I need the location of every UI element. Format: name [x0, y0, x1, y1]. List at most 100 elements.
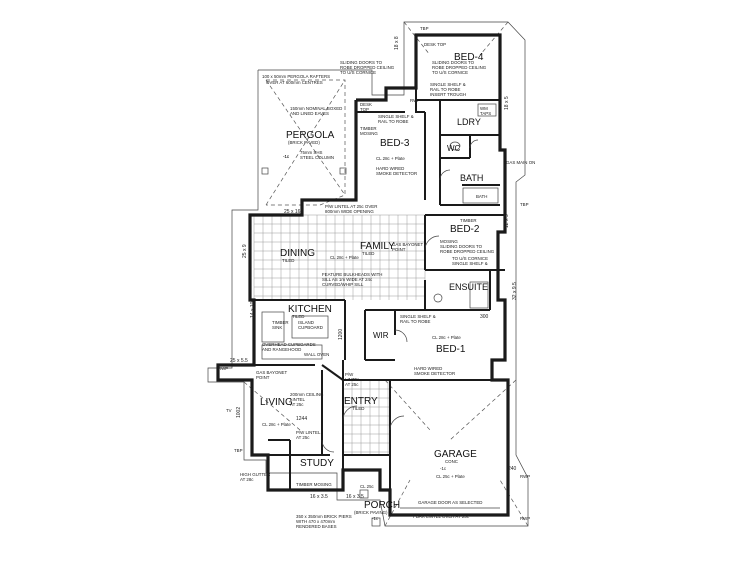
tbp-label-2: TBP [520, 202, 529, 207]
note-bed3: RAIL TO ROBE [378, 119, 408, 124]
rwp-label-2: RWP [218, 366, 228, 371]
dimension-label: 16 x 3.5 [310, 494, 328, 500]
note-bed4: TO U/S CORNICE [432, 70, 468, 75]
note-porch: RENDERED BASES [296, 524, 337, 529]
note-bed3: TOP [360, 107, 369, 112]
note-family: TILED [362, 251, 374, 256]
rwp-label-3: RWP [520, 474, 530, 479]
note-entry: AT 25c [345, 382, 359, 387]
note-kitchen: ISLAND [298, 320, 314, 325]
note-living: AT 25c [290, 402, 304, 407]
note-bed1: RAIL TO ROBE [400, 319, 430, 324]
note-kitchen: SINK [272, 325, 282, 330]
room-wc: WC [447, 144, 461, 153]
dimension-label: 240 [508, 466, 517, 472]
note-pergola: ROBE DROPPED CEILING [340, 65, 395, 70]
note-living: 200mm CEILING [290, 392, 324, 397]
note-porch: WITH 470 x 470mm [296, 519, 335, 524]
room-family: FAMILY [360, 241, 395, 252]
rwp-label-4: RWP [520, 516, 530, 521]
note-entry: LINTEL [345, 377, 360, 382]
note-bed4: ROBE DROPPED CEILING [432, 65, 487, 70]
room-entry: ENTRY [344, 396, 378, 407]
note-pergola: 100 x 50mm PERGOLA RAFTERS [262, 74, 330, 79]
note-study: AT 25c [296, 435, 310, 440]
note-bed2: ROBE DROPPED CEILING [440, 249, 495, 254]
note-living: CL 28c + Plate [262, 422, 291, 427]
note-living: POINT [256, 375, 270, 380]
garage-sub: CONC [445, 459, 458, 464]
note-bed2: SLIDING DOORS TO [440, 244, 483, 249]
room-pergola: PERGOLA [286, 130, 335, 141]
dimension-label: 25 x 16 [284, 209, 301, 215]
note-bed4: RAIL TO ROBE [430, 87, 460, 92]
note-bed3: TIMBER [360, 126, 377, 131]
note-bed2: TIMBER [460, 218, 477, 223]
room-wir: WIR [373, 331, 389, 340]
room-dining: DINING [280, 248, 315, 259]
misc-labels: -1c TBP TBP TBP RWP RWP RWP RWP [218, 26, 530, 521]
note-dining: TILED [282, 258, 294, 263]
note-family: GAS BAYONET [392, 242, 423, 247]
note-dining: SILL AS 1m WIDE AT 24c [322, 277, 373, 282]
dimension-label: 1244 [296, 416, 307, 422]
note-kitchen: CUPBOARD [298, 325, 323, 330]
note-bed4: SINGLE SHELF & [430, 82, 466, 87]
note-bed4: DESK TOP [424, 42, 446, 47]
dimension-label: 1200 [338, 329, 344, 340]
note-kitchen: AND RANGEHOOD [262, 347, 301, 352]
tbp-label-3: TBP [234, 448, 243, 453]
dimension-label: 18 x 8 [394, 36, 400, 50]
note-living: LINTEL [290, 397, 305, 402]
internal-walls [254, 88, 505, 515]
dimension-label: 14 x 10 [250, 301, 256, 318]
note-living: GAS BAYONET [256, 370, 287, 375]
note-family: P/W LINTEL AT 25c OVER [325, 204, 377, 209]
note-kitchen: TILED [292, 314, 304, 319]
room-bed4: BED-4 [454, 52, 484, 63]
dimension-label: 1002 [236, 407, 242, 418]
note-bed3: HARD WIRED [376, 166, 404, 171]
note-living: TV [226, 408, 232, 413]
room-bed1: BED-1 [436, 344, 466, 355]
note-pergola: SLIDING DOORS TO [340, 60, 383, 65]
note-kitchen: WALL OVEN [304, 352, 329, 357]
note-bed3: SINGLE SHELF & [378, 114, 414, 119]
note-porch: HIGH GUTTER [240, 472, 270, 477]
note-bed1: CL 28c + Plate [432, 335, 461, 340]
room-study: STUDY [300, 458, 334, 469]
room-bath: BATH [460, 173, 483, 183]
note-bed2: MOSING [440, 239, 458, 244]
note-porch: 350 x 350mm BRICK PIERS [296, 514, 352, 519]
dimension-label: 16 x 3.5 [346, 494, 364, 500]
tbp-label-1: TBP [420, 26, 429, 31]
note-garage: GAS MAIN ON [506, 160, 535, 165]
note-family: 800mm WIDE OPENING [325, 209, 374, 214]
note-ldry: TAPS [480, 111, 491, 116]
note-pergola: -1c [283, 154, 290, 159]
note-garage: -1c [440, 466, 447, 471]
note-bed3: CL 28c + Plate [376, 156, 405, 161]
note-garage: CL 25c + Plate [436, 474, 465, 479]
room-garage: GARAGE [434, 449, 477, 460]
room-ldry: LDRY [457, 117, 481, 127]
note-bed4: INSERT TROUGH [430, 92, 466, 97]
note-bed1: SINGLE SHELF & [400, 314, 436, 319]
floor-tile-grid [253, 214, 426, 455]
dimension-label: 12 x 5 [504, 214, 510, 228]
note-porch: CL 25c [360, 484, 375, 489]
dimension-label: 25 x 9 [242, 244, 248, 258]
porch-sub: (BRICK PAVING) [354, 510, 388, 515]
note-dining: CL 28c + Plate [330, 255, 359, 260]
dimension-label: 25 x 5.5 [230, 358, 248, 364]
note-bed4: SLIDING DOORS TO [432, 60, 475, 65]
room-labels: BED-4 BED-3 PERGOLA (BRICK PAVED) LDRY W… [260, 52, 488, 515]
note-bed3: DESK [360, 102, 372, 107]
note-bed1: SMOKE DETECTOR [414, 371, 455, 376]
note-pergola: 75mm SHS [300, 150, 323, 155]
pergola-flag: -1c [283, 154, 290, 159]
note-bed1: HARD WIRED [414, 366, 442, 371]
note-porch: -1c [372, 516, 379, 521]
